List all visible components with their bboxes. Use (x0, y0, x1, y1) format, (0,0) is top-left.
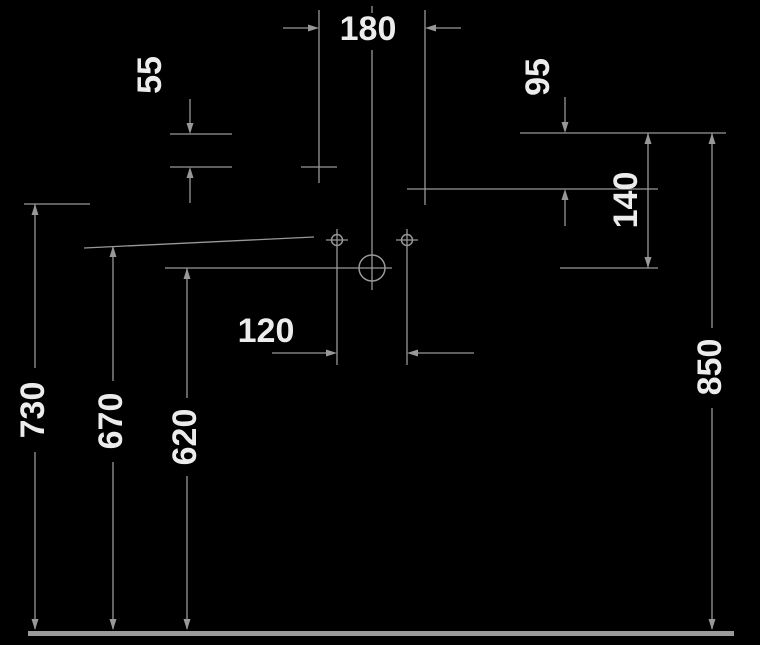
dim-120: 120 (238, 312, 474, 357)
dim-140: 140 (560, 133, 658, 269)
arrow-up-icon (561, 189, 569, 200)
arrow-down-icon (561, 122, 569, 133)
arrow-up-icon (644, 133, 652, 144)
dim-670: 670 (83, 236, 315, 630)
arrow-up-icon (31, 204, 39, 215)
dim-180: 180 (283, 10, 461, 205)
arrow-down-icon (708, 619, 716, 630)
arrow-right-icon (326, 349, 337, 357)
dim-620: 620 (165, 267, 352, 630)
dim-730-label: 730 (14, 382, 52, 439)
arrow-down-icon (183, 619, 191, 630)
dim-670-reference-diagonal (83, 236, 315, 249)
arrow-down-icon (31, 619, 39, 630)
dim-850: 850 (691, 133, 729, 630)
arrow-up-icon (708, 133, 716, 144)
arrow-down-icon (186, 123, 194, 134)
arrow-down-icon (109, 619, 117, 630)
dim-140-label: 140 (607, 172, 645, 229)
arrow-up-icon (186, 167, 194, 178)
fixing-hole-right (396, 229, 418, 365)
dim-620-label: 620 (166, 409, 204, 466)
dim-180-label: 180 (340, 10, 397, 48)
dim-670-label: 670 (92, 393, 130, 450)
arrow-left-icon (407, 349, 418, 357)
drain-hole (352, 247, 392, 290)
dim-730: 730 (14, 203, 90, 630)
arrow-down-icon (644, 257, 652, 268)
dim-55: 55 (131, 56, 232, 203)
arrow-up-icon (183, 268, 191, 279)
dim-120-label: 120 (238, 312, 295, 350)
arrow-left-icon (425, 24, 436, 32)
floor-line (28, 631, 734, 636)
dim-95: 95 (519, 58, 569, 226)
dim-95-label: 95 (519, 58, 557, 96)
dim-55-label: 55 (131, 56, 169, 94)
arrow-up-icon (109, 246, 117, 257)
dim-850-label: 850 (691, 339, 729, 396)
arrow-right-icon (308, 24, 319, 32)
fixing-hole-left (326, 229, 348, 365)
